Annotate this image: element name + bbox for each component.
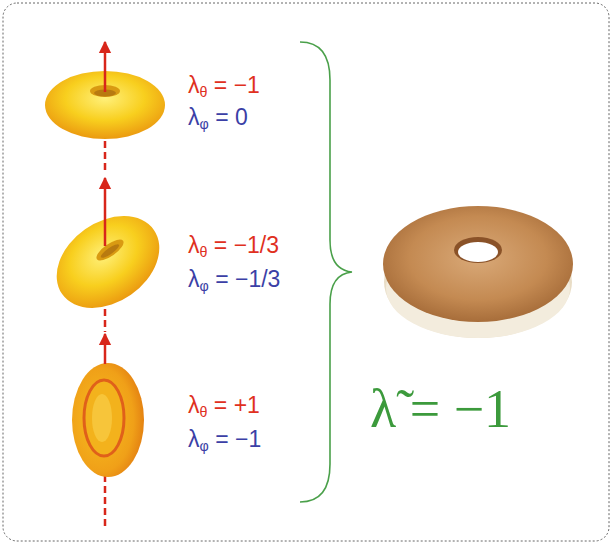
result-label: λ̃ = −1 bbox=[370, 378, 511, 440]
torus-shape bbox=[72, 334, 144, 526]
parameter-label: λθ = +1 bbox=[188, 392, 260, 420]
donut-picture bbox=[383, 206, 573, 338]
parameter-label: λφ = 0 bbox=[188, 104, 248, 132]
parameter-label: λθ = −1/3 bbox=[188, 232, 279, 260]
parameter-label: λθ = −1 bbox=[188, 72, 260, 100]
parameter-label: λφ = −1 bbox=[188, 426, 261, 454]
frame bbox=[3, 3, 609, 541]
curly-brace bbox=[300, 42, 352, 502]
parameter-label: λφ = −1/3 bbox=[188, 266, 280, 294]
torus-shape bbox=[39, 178, 177, 332]
torus-shape bbox=[45, 42, 165, 172]
